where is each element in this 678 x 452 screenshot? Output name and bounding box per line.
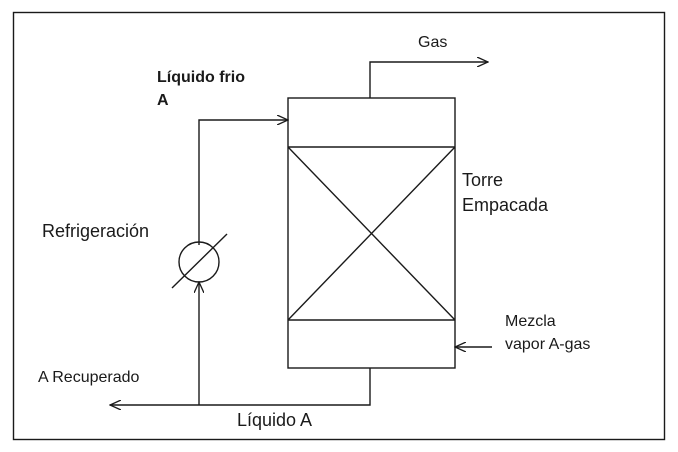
cold-liquid-label: Líquido frio [157,69,245,86]
gas-label: Gas [418,34,448,51]
packed-tower-body [287,97,456,369]
cold-liquid-a-label: A [157,92,169,109]
tower-label: Torre [462,170,504,190]
cooler-symbol [178,241,220,283]
cold-liquid-feed-line [198,120,288,245]
recovered-a-label: A Recuperado [38,369,140,386]
diagram-frame [12,11,666,441]
packed-label: Empacada [462,195,549,215]
cooler-symbol-slash [171,233,228,289]
liquid-outlet-line [199,368,371,406]
refrigeration-label: Refrigeración [42,221,150,241]
packing-diagonal-2 [287,146,456,321]
vapor-a-gas-label: vapor A-gas [505,336,591,353]
gas-outlet-line [369,62,488,98]
mixture-label: Mezcla [505,313,556,330]
liquid-a-label: Líquido A [237,410,313,430]
